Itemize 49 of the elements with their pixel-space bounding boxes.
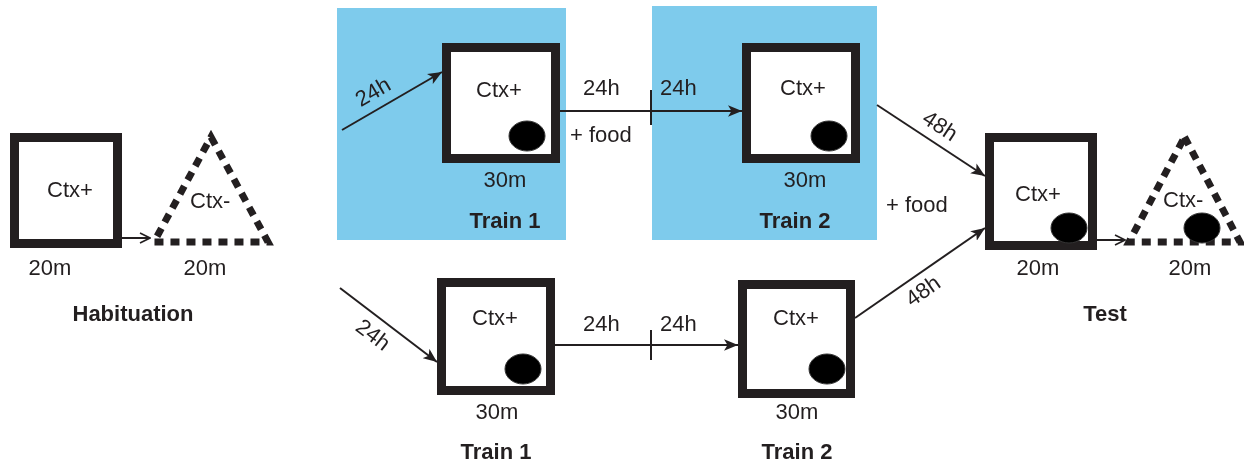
arrow [554,339,739,351]
arrow [121,232,151,244]
context-box [738,280,855,398]
duration-label: 30m [483,168,527,192]
context-label: Ctx- [190,189,231,213]
training-panel [337,8,566,240]
context-box [442,43,560,163]
context-label: Ctx+ [780,76,826,100]
edge-label: 48h [918,106,963,147]
duration-label: 20m [1168,256,1212,280]
context-triangle [1125,133,1244,247]
stage-title: Train 1 [469,209,541,233]
context-label: Ctx+ [1015,182,1061,206]
duration-label: 30m [475,400,519,424]
stage-title: Train 2 [761,440,833,464]
arrow [854,227,986,319]
context-box [437,278,555,395]
stage-title: Train 1 [460,440,532,464]
arrow [876,104,986,177]
duration-label: 30m [775,400,819,424]
duration-label: 30m [783,168,827,192]
note-label: + food [570,123,632,147]
duration-label: 20m [1016,256,1060,280]
arrow [559,105,743,117]
context-box [10,133,122,248]
context-label: Ctx- [1163,188,1204,212]
edge-label: 24h [351,314,396,356]
stage-title: Habituation [72,302,194,326]
context-box [742,43,860,163]
note-label: 24h [583,76,620,100]
stage-title: Test [1083,302,1127,326]
training-panel [652,6,877,240]
context-label: Ctx+ [773,306,819,330]
edge-label: 48h [901,271,946,312]
arrow [339,287,438,363]
context-box [985,133,1097,250]
edge-label: 24h [351,72,396,112]
arrow [1096,234,1126,246]
stage-title: Train 2 [759,209,831,233]
note-label: 24h [660,312,697,336]
note-label: 24h [660,76,697,100]
arrow [341,71,443,131]
context-label: Ctx+ [476,78,522,102]
note-label: 24h [583,312,620,336]
duration-label: 20m [183,256,227,280]
context-label: Ctx+ [472,306,518,330]
note-label: + food [886,193,948,217]
duration-label: 20m [28,256,72,280]
context-label: Ctx+ [47,178,93,202]
